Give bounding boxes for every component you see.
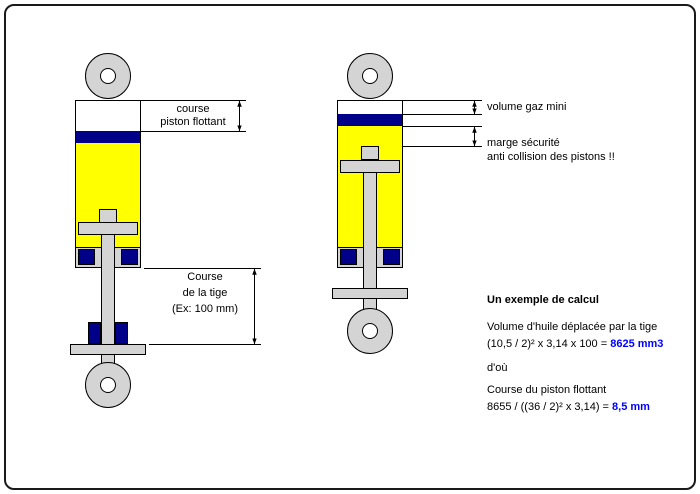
dim-volume-gaz bbox=[403, 100, 482, 115]
calc-formula-course: 8655 / ((36 / 2)² x 3,14) = 8,5 mm bbox=[487, 401, 650, 414]
formula-expression: (10,5 / 2)² x 3,14 x 100 = bbox=[487, 338, 611, 350]
calc-course-line: Course du piston flottant bbox=[487, 384, 607, 396]
label-line: de la tige bbox=[182, 287, 228, 299]
lower-mount-plate bbox=[332, 288, 408, 299]
calc-title: Un exemple de calcul bbox=[487, 294, 599, 306]
dim-course-piston-flottant bbox=[141, 100, 246, 132]
bottom-eyelet-hole bbox=[100, 377, 116, 393]
floating-piston bbox=[76, 131, 140, 143]
label-line: Course bbox=[187, 271, 223, 283]
dim-marge-securite bbox=[403, 126, 482, 147]
seal-block-right bbox=[383, 249, 400, 265]
formula-result: 8,5 mm bbox=[612, 401, 650, 413]
label-volume-gaz: volume gaz mini bbox=[487, 101, 567, 113]
formula-expression: 8655 / ((36 / 2)² x 3,14) = bbox=[487, 401, 613, 413]
main-piston bbox=[340, 160, 400, 173]
label-course-tige: Course de la tige (Ex: 100 mm) bbox=[162, 269, 248, 317]
top-eyelet-hole bbox=[362, 68, 378, 84]
page-border bbox=[4, 4, 696, 490]
seal-block-left bbox=[340, 249, 357, 265]
calc-dou: d'où bbox=[487, 362, 508, 374]
label-marge-securite: marge sécurité anti collision des piston… bbox=[487, 136, 615, 164]
top-eyelet-hole bbox=[100, 68, 116, 84]
bump-stop-right bbox=[115, 322, 128, 344]
lower-mount-plate bbox=[70, 344, 146, 355]
seal-block-right bbox=[121, 249, 138, 265]
calc-formula-volume: (10,5 / 2)² x 3,14 x 100 = 8625 mm3 bbox=[487, 338, 663, 351]
main-piston bbox=[78, 222, 138, 235]
label-line: piston flottant bbox=[160, 116, 226, 128]
bump-stop-left bbox=[88, 322, 101, 344]
floating-piston bbox=[338, 114, 402, 126]
top-eyelet bbox=[85, 53, 131, 99]
formula-result: 8625 mm3 bbox=[610, 338, 664, 350]
dim-course-tige bbox=[144, 268, 261, 345]
bottom-eyelet-hole bbox=[362, 323, 378, 339]
label-line: course bbox=[176, 103, 210, 115]
piston-nut bbox=[361, 146, 379, 160]
calc-volume-line: Volume d'huile déplacée par la tige bbox=[487, 321, 658, 333]
label-line: marge sécurité bbox=[487, 137, 560, 149]
label-line: anti collision des pistons !! bbox=[487, 151, 615, 163]
label-course-piston-flottant: course piston flottant bbox=[150, 103, 236, 129]
seal-block-left bbox=[78, 249, 95, 265]
label-line: (Ex: 100 mm) bbox=[171, 303, 238, 315]
